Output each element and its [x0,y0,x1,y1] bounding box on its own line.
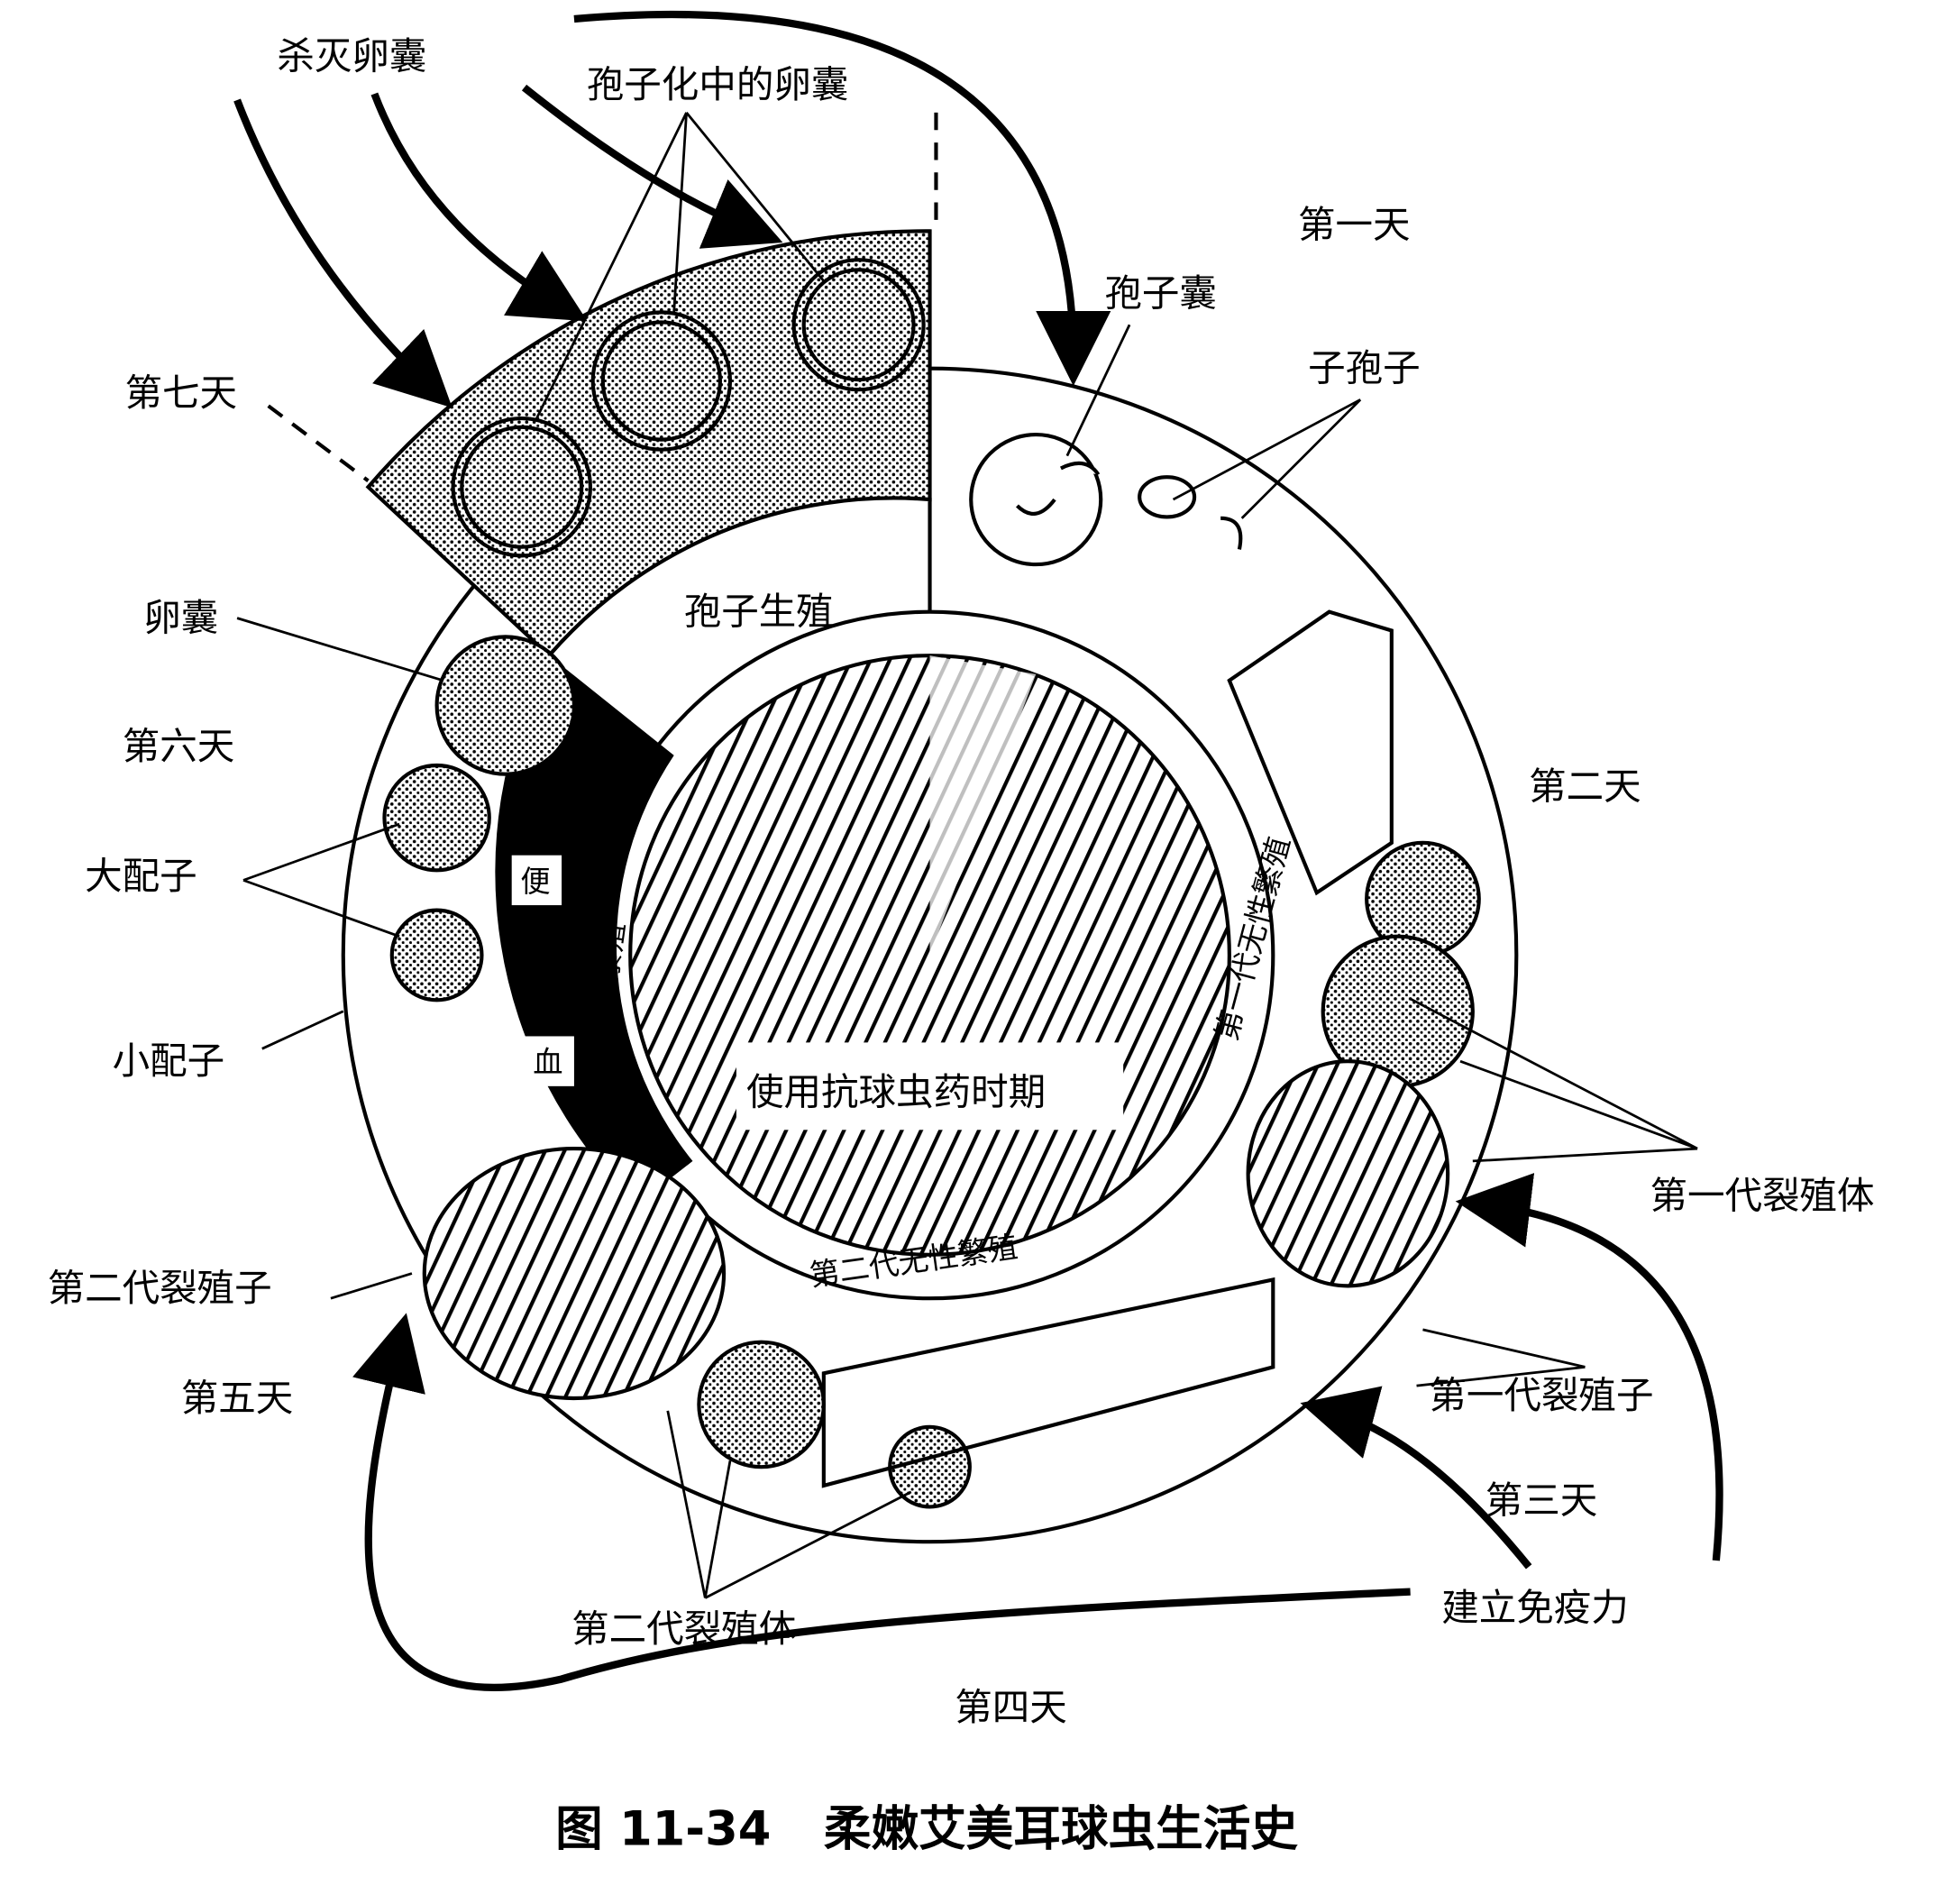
label-day4: 第四天 [955,1685,1067,1729]
divider-dashed-day7 [267,404,370,482]
label-microgamete: 小配子 [113,1039,225,1083]
label-day3: 第三天 [1485,1478,1598,1522]
figure-number: 图 11-34 [555,1802,771,1857]
label-day7: 第七天 [124,371,237,415]
cell-drawings [382,258,1481,1509]
label-sporulating-oocyst: 孢子化中的卵囊 [587,62,849,106]
arrows [233,10,1723,1692]
label-sporocyst: 孢子囊 [1104,270,1217,315]
figure-title: 柔嫩艾美耳球虫生活史 [824,1802,1298,1857]
drug-period-label: 使用抗球虫药时期 [746,1070,1046,1114]
label-day5: 第五天 [181,1376,294,1420]
label-kill-oocyst: 杀灭卵囊 [277,33,426,78]
ring-label-blood: 血 [533,1045,562,1080]
label-day2: 第二天 [1529,764,1641,808]
label-gen1-schizont: 第一代裂殖体 [1650,1174,1874,1218]
label-macrogamete: 大配子 [85,854,197,898]
ring-label-sporogony: 孢子生殖 [684,590,834,634]
sporogony-band [547,496,932,657]
label-immunity: 建立免疫力 [1441,1585,1629,1629]
ring-label-stool: 便 [520,864,550,899]
label-gen2-schizont: 第二代裂殖体 [571,1606,796,1651]
label-day6: 第六天 [123,724,235,768]
label-sporozoite: 子孢子 [1308,346,1421,390]
label-gen1-merozoite: 第一代裂殖子 [1429,1373,1653,1417]
label-day1: 第一天 [1298,202,1411,246]
leader-lines [236,111,1698,1599]
label-oocyst: 卵囊 [143,595,218,639]
label-gen2-merozoite: 第二代裂殖子 [48,1266,272,1310]
